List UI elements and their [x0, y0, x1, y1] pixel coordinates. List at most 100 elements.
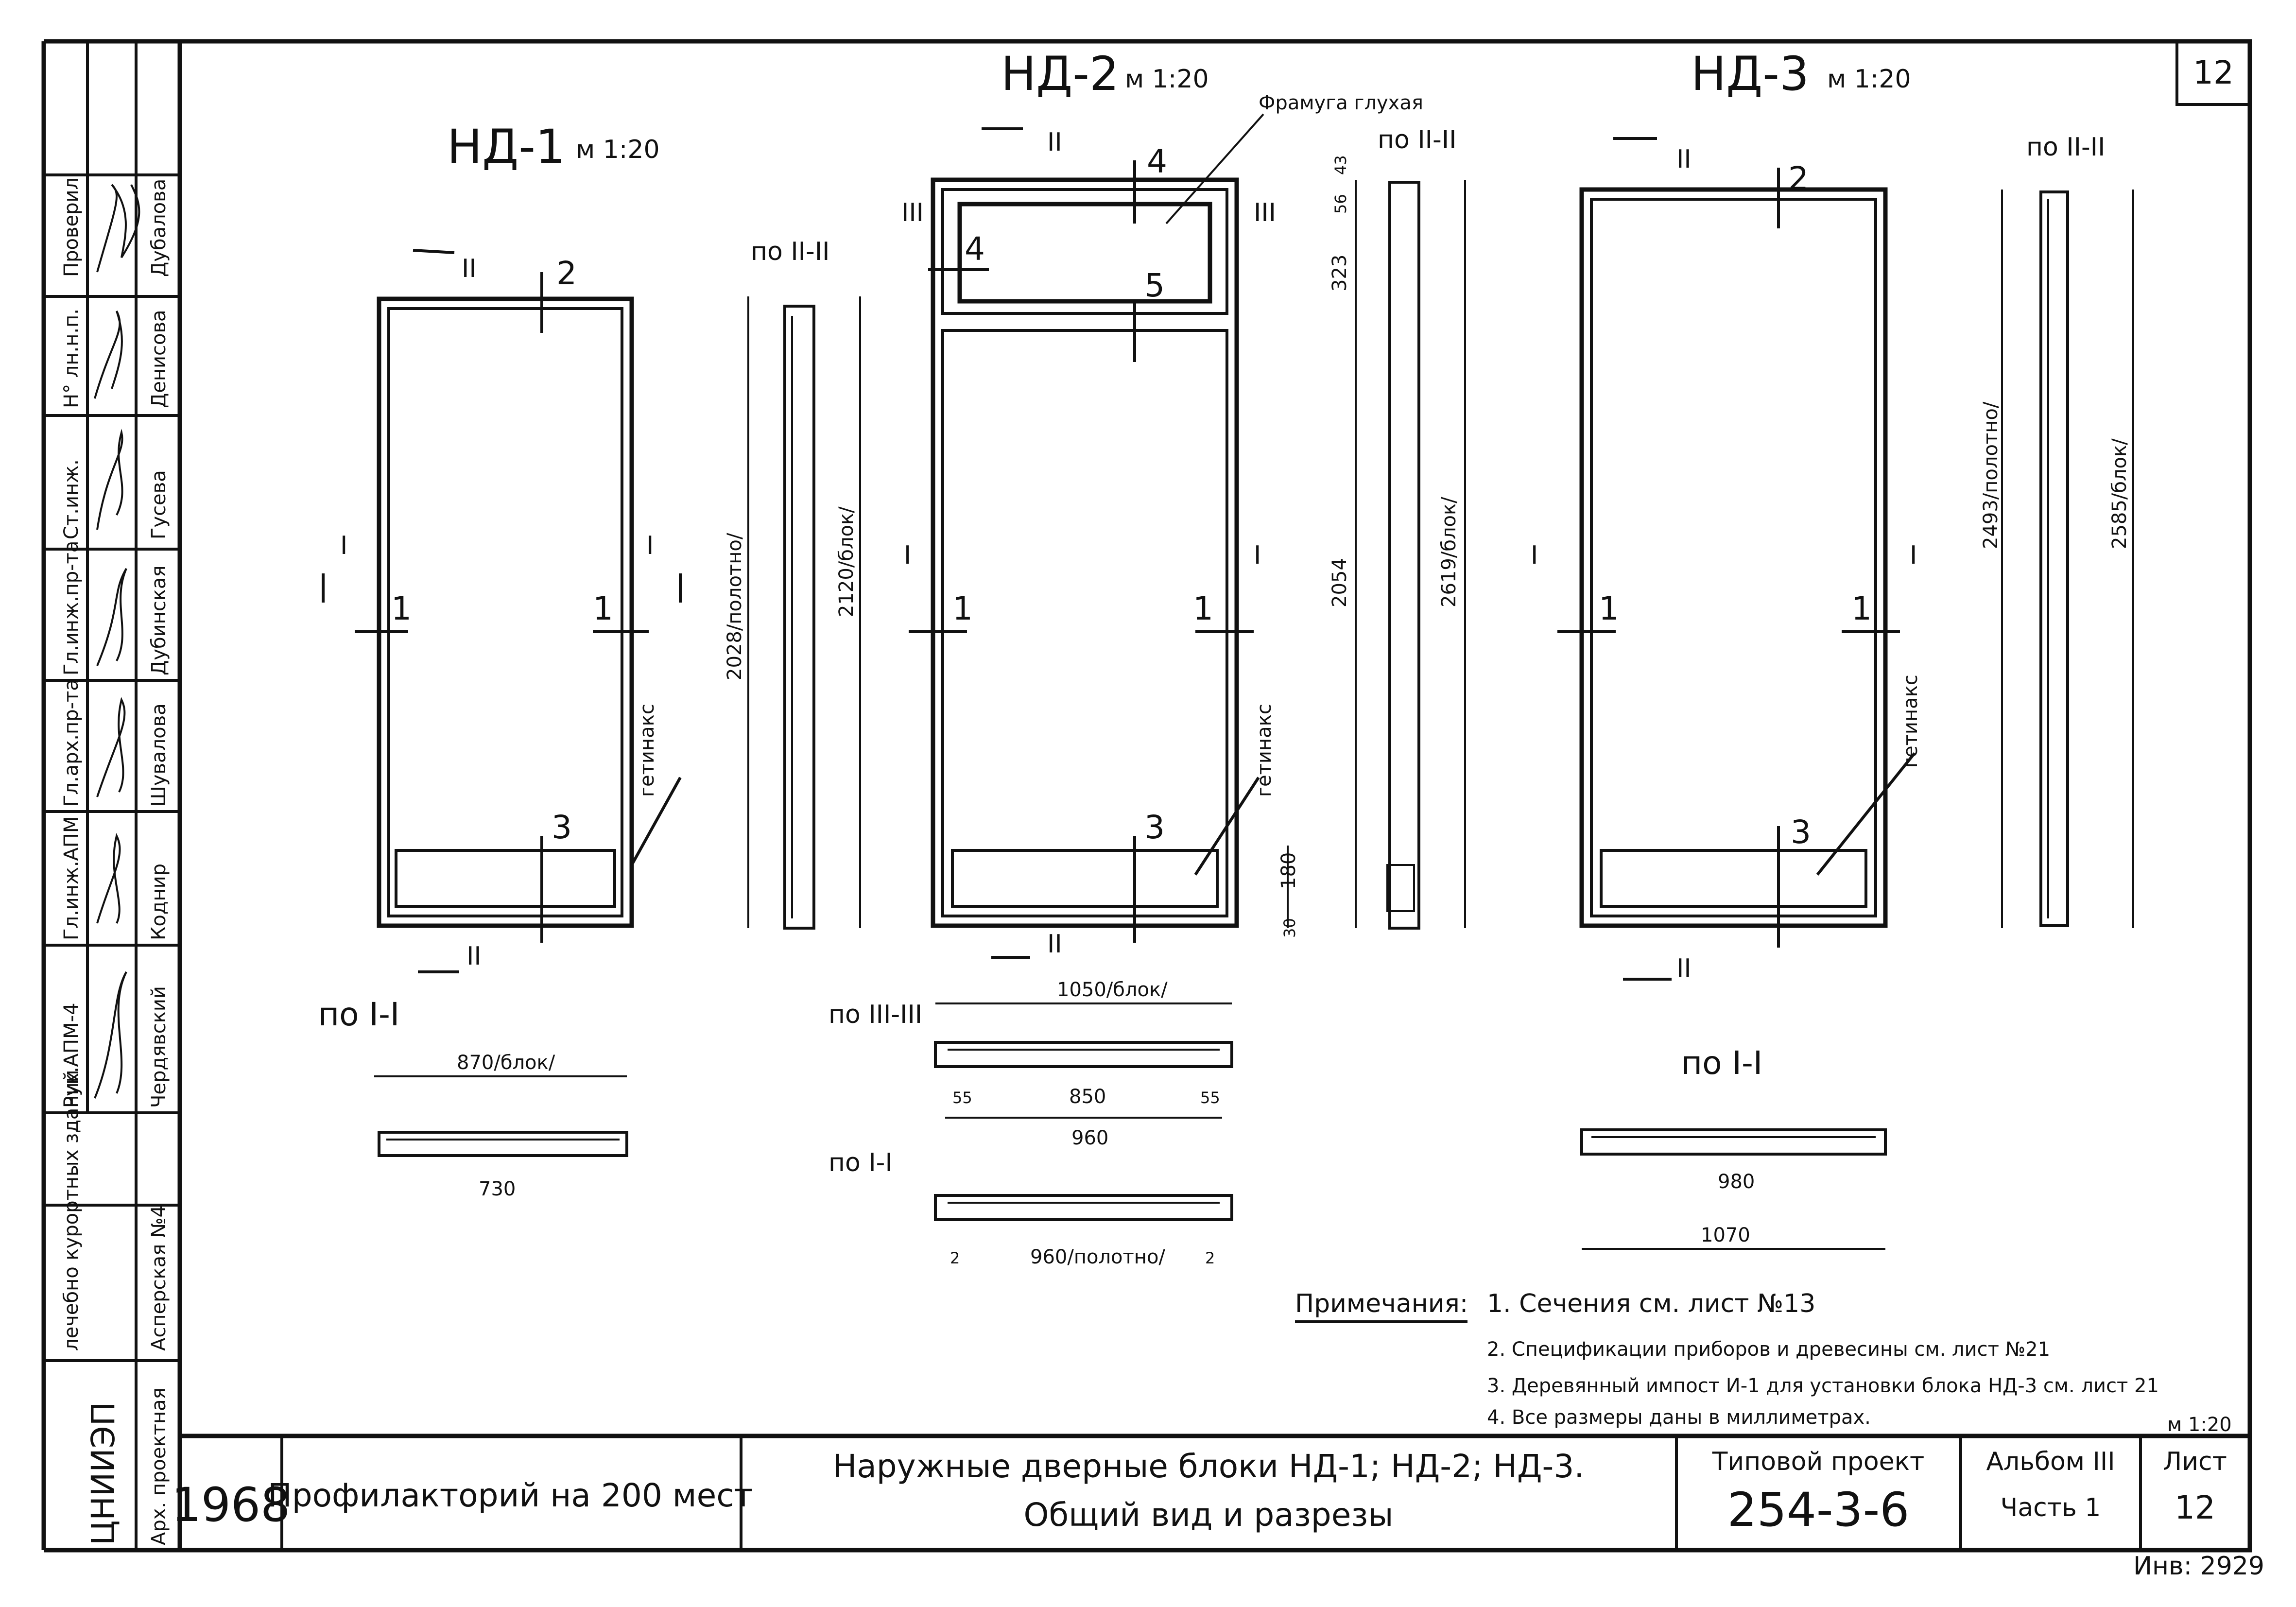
nd1-dim-width-blok: 870/блок/ — [457, 1052, 555, 1074]
title-line1: Наружные дверные блоки НД-1; НД-2; НД-3. — [833, 1448, 1585, 1485]
nd1-getinaks: гетинакс — [636, 704, 658, 797]
note-1: 1. Сечения см. лист №13 — [1487, 1289, 1815, 1318]
stamp-name-3: Дубинская — [148, 566, 170, 675]
title-object: Профилакторий на 200 мест — [268, 1477, 753, 1514]
signature-4 — [96, 697, 126, 797]
nd2-dim-180: 180 — [1277, 852, 1300, 889]
nd2-dim-2054: 2054 — [1329, 558, 1351, 607]
stamp-role-5: Гл.инж.АПМ — [60, 816, 83, 940]
sheet-label: Лист — [2163, 1447, 2227, 1476]
nd1-title: НД-1 — [447, 120, 565, 174]
nd1-num-1-right: 1 — [593, 590, 613, 627]
nd1-dim-polotno: 2028/полотно/ — [724, 533, 746, 680]
nd1-num-1-left: 1 — [391, 590, 412, 627]
nd2-po-3-3: по III-III — [829, 1000, 922, 1029]
inventory-number: Инв: 2929 — [2133, 1552, 2264, 1581]
nd3-dim-1070: 1070 — [1701, 1224, 1750, 1246]
nd2-num-1-right: 1 — [1193, 590, 1213, 627]
signature-2 — [96, 429, 123, 530]
nd2-dim-30: 30 — [1280, 918, 1299, 938]
stamp-name-0: Дубалова — [148, 179, 170, 277]
stamp-role-0: Проверил — [60, 177, 83, 277]
nd2-dim-55-left: 55 — [952, 1089, 972, 1107]
nd2-dim-960: 960 — [1071, 1127, 1108, 1149]
nd1-dim-blok: 2120/блок/ — [835, 506, 858, 617]
nd2-dim-43: 43 — [1331, 155, 1350, 175]
project-label: Типовой проект — [1712, 1447, 1925, 1476]
nd2-dim-2-left: 2 — [950, 1249, 960, 1267]
nd2-title: НД-2 — [1001, 47, 1119, 101]
nd1-mark-2-top: II — [462, 254, 477, 283]
nd3-mark-2-bottom: II — [1676, 954, 1692, 983]
nd3-drawing: НД-3 м 1:20 2 1 1 3 гетинакс II I I II п… — [1531, 47, 2134, 1250]
nd3-num-1-left: 1 — [1599, 590, 1619, 627]
stamp-name-5: Коднир — [148, 864, 170, 940]
nd2-num-3: 3 — [1144, 809, 1165, 846]
nd2-num-1-left: 1 — [952, 590, 973, 627]
nd3-dim-polotno: 2493/полотно/ — [1980, 401, 2002, 549]
nd2-po-2-2: по II-II — [1378, 125, 1456, 155]
title-block: 1968 Профилакторий на 200 мест Наружные … — [172, 1434, 2250, 1550]
title-line2: Общий вид и разрезы — [1024, 1496, 1394, 1534]
signature-6 — [94, 971, 127, 1099]
nd3-num-2: 2 — [1788, 160, 1809, 197]
nd2-dim-55-right: 55 — [1200, 1089, 1220, 1107]
stamp-column: Проверил Дубалова Н° лн.н.п. Денисова Ст… — [44, 41, 180, 1550]
nd2-dim-2-right: 2 — [1205, 1249, 1215, 1267]
nd2-mark-3-left: III — [901, 198, 924, 227]
nd2-mark-3-right: III — [1254, 198, 1276, 227]
nd2-drawing: НД-2 м 1:20 Фрамуга глухая 4 4 5 1 1 3 г… — [829, 47, 1466, 1268]
sheet-number: 12 — [2193, 54, 2234, 91]
nd3-scale: м 1:20 — [1827, 65, 1911, 94]
nd2-framuga: Фрамуга глухая — [1259, 92, 1423, 114]
stamp-org-line2: Асперская №4 — [148, 1205, 170, 1351]
nd2-mark-1-left: I — [904, 541, 911, 570]
nd1-po-2-2: по II-II — [751, 237, 829, 266]
nd2-num-4-top: 4 — [1147, 143, 1167, 180]
nd3-mark-2-top: II — [1676, 145, 1692, 174]
nd1-dim-inner: 730 — [479, 1178, 516, 1200]
note-3: 3. Деревянный импост И-1 для установки б… — [1487, 1375, 2159, 1397]
nd2-mark-2-top: II — [1047, 128, 1062, 157]
project-number: 254-3-6 — [1727, 1483, 1910, 1537]
nd3-title: НД-3 — [1691, 47, 1809, 101]
nd2-getinaks: гетинакс — [1253, 704, 1276, 797]
nd2-scale: м 1:20 — [1125, 65, 1209, 94]
signature-3 — [96, 568, 127, 666]
nd3-mark-1-left: I — [1531, 541, 1538, 570]
nd3-num-1-right: 1 — [1851, 590, 1872, 627]
notes-scale: м 1:20 — [2167, 1414, 2232, 1436]
nd1-mark-1-right: I — [646, 531, 654, 560]
nd2-po-1-1: по I-I — [829, 1148, 893, 1177]
nd1-scale: м 1:20 — [576, 135, 660, 164]
nd2-dim-56: 56 — [1331, 194, 1350, 214]
nd1-num-3: 3 — [552, 809, 572, 846]
nd2-dim-blok: 2619/блок/ — [1438, 497, 1460, 607]
nd2-dim-960-polotno: 960/полотно/ — [1030, 1246, 1165, 1268]
nd2-dim-width-blok: 1050/блок/ — [1057, 979, 1168, 1001]
sheet-number-box: 12 — [2175, 40, 2251, 106]
nd2-mark-2-bottom: II — [1047, 930, 1062, 959]
nd1-drawing: НД-1 м 1:20 2 1 1 3 гетинакс II I I II п… — [318, 120, 861, 1200]
nd2-dim-323: 323 — [1329, 255, 1351, 292]
nd1-mark-1-left: I — [340, 531, 347, 560]
stamp-name-1: Денисова — [148, 310, 170, 408]
sheet-frame — [177, 39, 2252, 1553]
nd3-getinaks: гетинакс — [1899, 674, 1922, 768]
album-label: Альбом III — [1986, 1447, 2115, 1476]
signature-5 — [96, 833, 121, 924]
stamp-logo: ЦНИИЭП — [85, 1402, 122, 1545]
nd3-dim-blok: 2585/блок/ — [2108, 438, 2131, 549]
stamp-org-line1: лечебно курортных зданий — [60, 1070, 83, 1351]
title-year: 1968 — [172, 1478, 290, 1532]
nd3-num-3: 3 — [1791, 813, 1811, 851]
note-2: 2. Спецификации приборов и древесины см.… — [1487, 1338, 2050, 1361]
stamp-name-2: Гусева — [148, 470, 170, 539]
stamp-role-4: Гл.арх.пр-та — [60, 679, 83, 807]
nd2-num-5: 5 — [1144, 267, 1165, 304]
nd2-num-4-left: 4 — [965, 230, 985, 268]
stamp-org-line3: Арх. проектная — [148, 1387, 170, 1545]
stamp-name-6: Чердявский — [148, 986, 170, 1108]
stamp-role-3: Гл.инж.пр-та — [60, 541, 83, 675]
